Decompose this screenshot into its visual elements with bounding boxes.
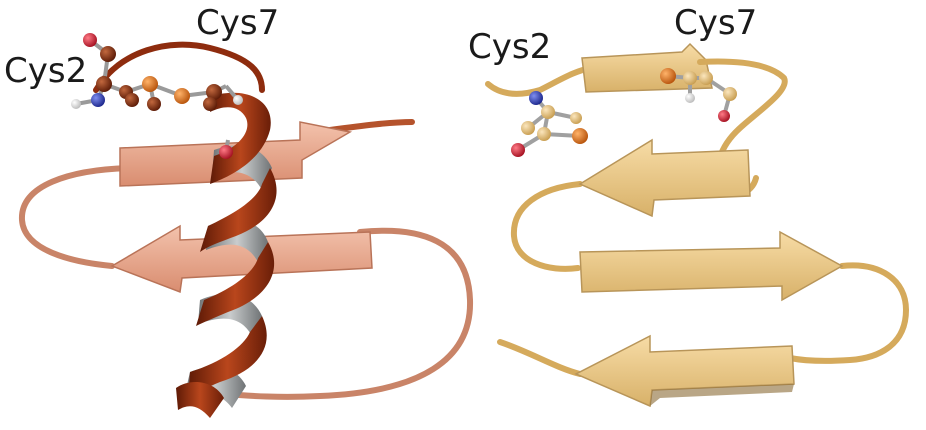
right-cys2-label: Cys2 (468, 27, 552, 67)
right-coil-tail (497, 339, 583, 377)
right-strand-2 (578, 138, 751, 218)
left-carbon-atom (206, 84, 222, 100)
left-cys2-label: Cys2 (4, 51, 88, 91)
right-carbon-atom (683, 71, 697, 85)
right-nitrogen-atom (529, 91, 543, 105)
right-oxygen-atom (718, 110, 730, 122)
left-helix-front-2 (200, 168, 277, 252)
right-carbon-atom (541, 105, 555, 119)
right-cys7-label: Cys7 (674, 3, 758, 43)
right-strand-top (581, 42, 713, 93)
right-carbon-atom (699, 71, 713, 85)
right-structure (485, 42, 910, 408)
left-hydrogen-atom (233, 95, 243, 105)
left-helix-front-4 (188, 316, 267, 398)
left-hydrogen-atom (71, 99, 81, 109)
left-helix-cap (176, 382, 224, 418)
right-sulfur-atom (660, 68, 676, 84)
right-hydrogen-atom (685, 93, 695, 103)
right-coil-loop-right (787, 262, 910, 364)
left-nitrogen-atom (91, 93, 105, 107)
right-strand-4 (574, 334, 795, 408)
left-carbon-atom (125, 93, 139, 107)
left-coil-right (327, 119, 415, 133)
left-strand-lower (110, 224, 373, 294)
left-carbon-atom (100, 46, 116, 62)
left-oxygen-atom (83, 33, 97, 47)
left-carbon-atom (203, 97, 217, 111)
left-sulfur-atom (174, 88, 190, 104)
right-carbon-atom (537, 127, 551, 141)
left-cys7-label: Cys7 (196, 3, 280, 43)
left-helix-front-1 (210, 92, 271, 184)
left-oxygen-atom (219, 145, 233, 159)
left-sulfur-atom (142, 76, 158, 92)
right-coil-top-tail (485, 65, 595, 97)
right-strand-3 (579, 230, 844, 302)
right-carbon-atom (723, 87, 737, 101)
right-carbon-atom (521, 121, 535, 135)
right-sulfur-atom (572, 128, 588, 144)
right-oxygen-atom (511, 143, 525, 157)
left-helix-front-3 (196, 242, 275, 326)
left-structure (18, 33, 474, 418)
left-carbon-atom (96, 76, 112, 92)
right-coil-loop-left (510, 181, 583, 272)
left-coil-loop (18, 165, 131, 269)
left-carbon-atom (147, 97, 161, 111)
left-coil-top (93, 41, 265, 93)
left-coil-long (222, 227, 474, 400)
right-carbon-atom (570, 112, 582, 124)
right-strand-4-shadow (650, 384, 794, 406)
